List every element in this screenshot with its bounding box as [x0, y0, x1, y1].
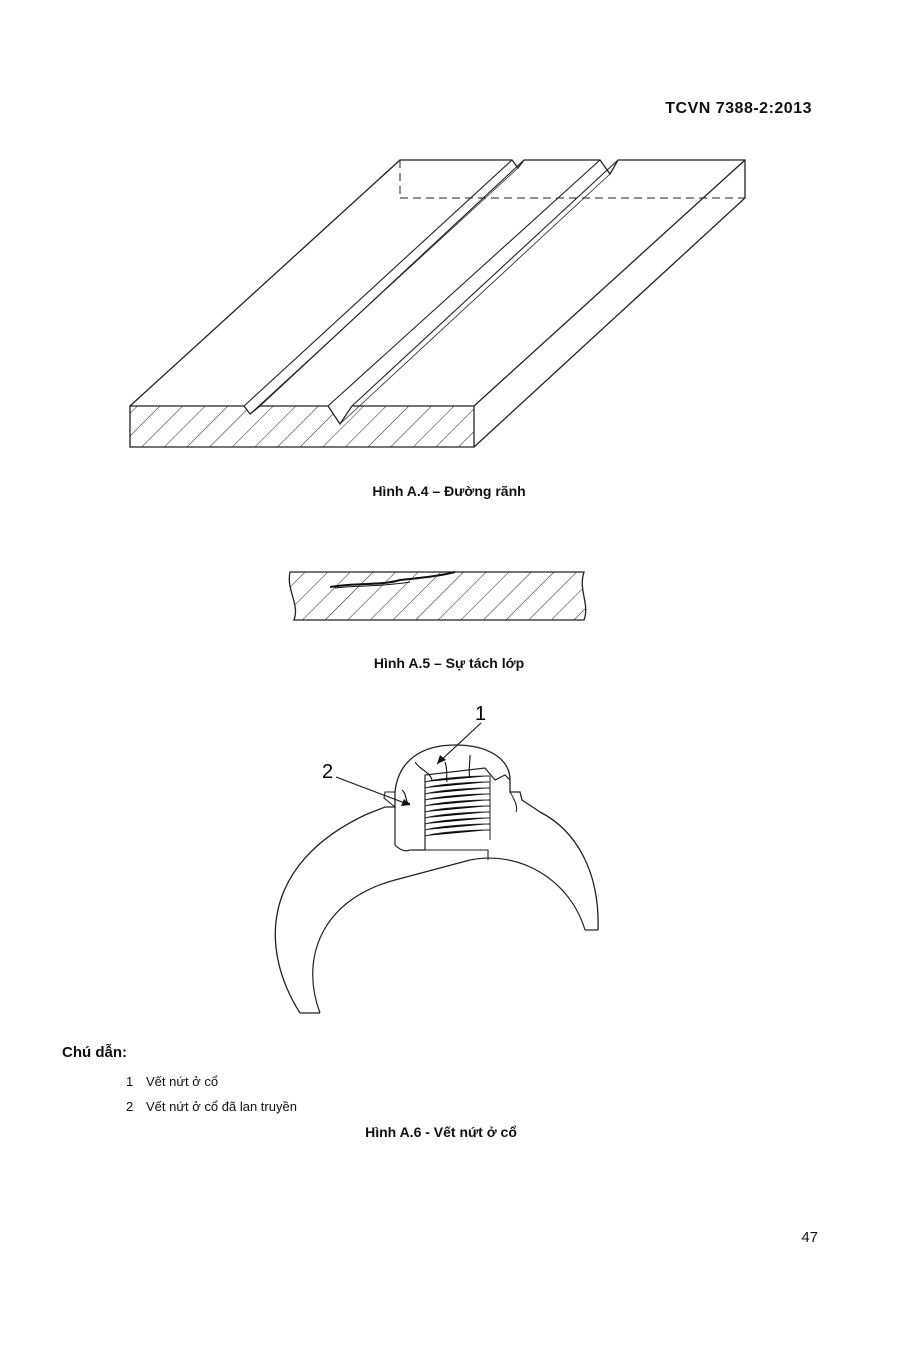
legend-item-number: 2 [126, 1099, 134, 1114]
figure-a5-lamination-drawing [288, 571, 587, 621]
figure-a6-caption: Hình A.6 - Vết nứt ở cổ [365, 1124, 517, 1140]
legend-item-number: 1 [126, 1074, 134, 1089]
legend-item-text: Vết nứt ở cổ [146, 1074, 219, 1089]
legend-title: Chú dẫn: [62, 1044, 127, 1061]
figure-a6-neck-crack-drawing: 1 2 [274, 703, 599, 1014]
document-code-header: TCVN 7388-2:2013 [665, 100, 812, 117]
callout-1-label: 1 [475, 703, 486, 725]
legend-item-text: Vết nứt ở cổ đã lan truyền [146, 1099, 297, 1114]
legend-item: 1 Vết nứt ở cổ [126, 1074, 218, 1089]
figure-a5-caption: Hình A.5 – Sự tách lớp [373, 655, 525, 671]
callout-2-label: 2 [322, 761, 333, 783]
figure-a4-caption: Hình A.4 – Đường rãnh [372, 483, 526, 499]
legend-item: 2 Vết nứt ở cổ đã lan truyền [126, 1099, 297, 1114]
figure-a4-groove-drawing [129, 159, 746, 448]
page-number: 47 [801, 1229, 818, 1246]
